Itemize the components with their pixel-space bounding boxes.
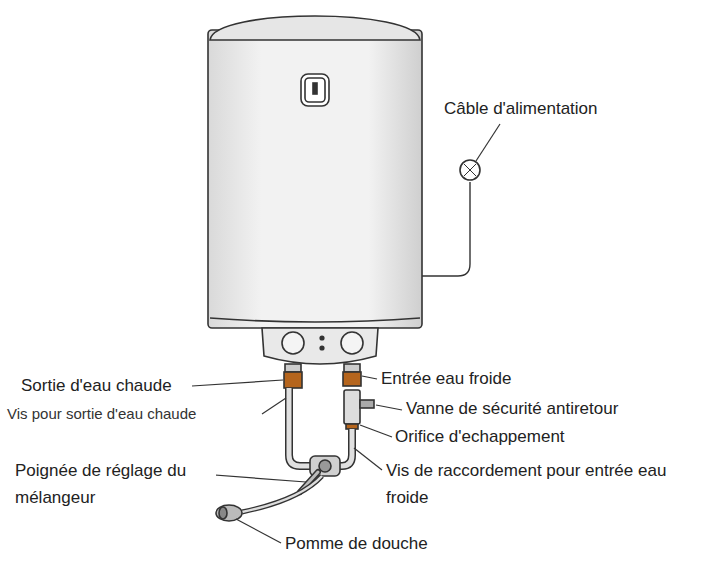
hot-outlet-label: Sortie d'eau chaude bbox=[20, 372, 173, 399]
indicator bbox=[301, 74, 329, 106]
outlet-orifice-label: Orifice d'echappement bbox=[394, 423, 566, 450]
cold-screw-label: Vis de raccordement pour entrée eau froi… bbox=[385, 457, 687, 511]
cable-label: Câble d'alimentation bbox=[443, 95, 599, 122]
plug bbox=[460, 160, 480, 180]
tank-top bbox=[210, 16, 420, 40]
tank-body bbox=[208, 30, 422, 328]
shower-head-label: Pomme de douche bbox=[284, 530, 429, 557]
power-cable bbox=[422, 182, 470, 276]
valve-label: Vanne de sécurité antiretour bbox=[405, 395, 619, 422]
shower-head bbox=[216, 505, 242, 521]
bottom-cap bbox=[262, 328, 378, 364]
hot-screw-label: Vis pour sortie d'eau chaude bbox=[6, 400, 197, 427]
cold-nut bbox=[343, 372, 361, 386]
hot-nut bbox=[284, 372, 302, 388]
safety-valve bbox=[344, 390, 360, 424]
cold-inlet-label: Entrée eau froide bbox=[380, 365, 512, 392]
mixer-handle-label: Poignée de réglage du mélangeur bbox=[14, 457, 216, 511]
